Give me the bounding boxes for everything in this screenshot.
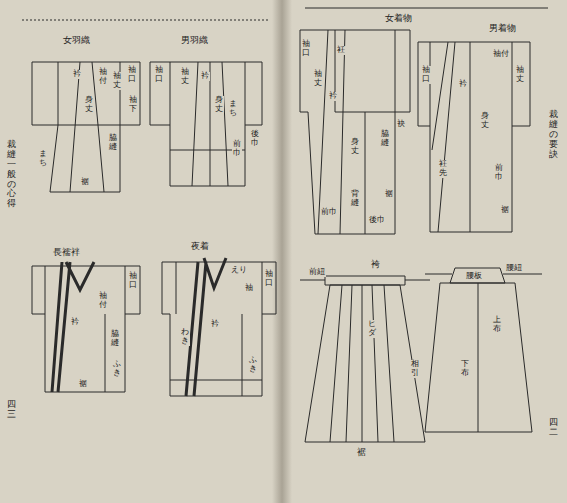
part-label: 袂 <box>396 118 406 129</box>
men-kimono <box>418 42 530 232</box>
part-label: 腰板 <box>465 270 483 281</box>
vertical-label: 脇縫 <box>380 130 390 148</box>
part-label: 夜着 <box>190 240 210 253</box>
women-kimono <box>300 30 410 234</box>
vertical-label: 上布 <box>492 316 502 334</box>
vertical-label: 袖下 <box>128 96 138 114</box>
part-label: 後巾 <box>368 214 386 225</box>
part-label: 女羽織 <box>62 34 91 47</box>
vertical-label: 前巾 <box>232 140 242 158</box>
vertical-label: 後巾 <box>250 130 260 148</box>
vertical-label: 衿 <box>458 80 468 89</box>
part-label: 女着物 <box>384 12 413 25</box>
vertical-label: 衽 <box>336 46 346 55</box>
page-gutter <box>272 0 292 503</box>
vertical-label: 裾 <box>500 206 510 215</box>
vertical-label: 身丈 <box>350 138 360 156</box>
part-label: 前紐 <box>308 266 326 277</box>
vertical-label: 身丈 <box>480 112 490 130</box>
part-label: 長襦袢 <box>52 246 81 259</box>
vertical-label: ふき <box>112 360 122 378</box>
men-haori <box>150 62 262 186</box>
vertical-label: 裁縫の要訣 <box>548 110 559 159</box>
vertical-label: まち <box>38 150 48 168</box>
vertical-label: 裁縫一般の心得 <box>6 140 17 209</box>
part-label: 腰紐 <box>505 262 523 273</box>
vertical-label: 身丈 <box>214 96 224 114</box>
vertical-label: 前巾 <box>494 164 504 182</box>
women-haori <box>32 62 140 192</box>
vertical-label: ふき <box>248 356 258 374</box>
rule-line <box>305 8 548 9</box>
vertical-label: まち <box>228 100 238 118</box>
part-label: 袴 <box>370 258 381 271</box>
vertical-label: ヒダ <box>367 320 377 338</box>
vertical-label: 下布 <box>460 360 470 378</box>
part-label: えり <box>230 264 248 275</box>
vertical-label: 四三 <box>6 400 17 420</box>
hakama-front <box>300 276 430 442</box>
part-label: 前巾 <box>320 206 338 217</box>
part-label: 裾 <box>356 446 367 459</box>
part-label: 裾 <box>78 378 88 389</box>
vertical-label: 袖 <box>244 284 254 293</box>
vertical-label: 身丈 <box>84 96 94 114</box>
yogi <box>162 258 276 396</box>
vertical-label: 衿 <box>328 92 338 101</box>
vertical-label: 脇縫 <box>108 134 118 152</box>
rule-line <box>22 20 268 21</box>
hakama-back <box>425 268 542 432</box>
vertical-label: 背縫 <box>350 190 360 208</box>
vertical-label: 衿 <box>72 70 82 79</box>
vertical-label: 袖付 <box>98 68 108 86</box>
part-label: 裾 <box>80 176 90 187</box>
vertical-label: 袖丈 <box>180 68 190 86</box>
vertical-label: 袖口 <box>421 66 431 84</box>
vertical-label: 相引 <box>410 360 420 378</box>
vertical-label: 袖丈 <box>313 70 323 88</box>
vertical-label: 袖丈 <box>515 66 525 84</box>
vertical-label: わき <box>180 328 190 346</box>
vertical-label: 袖付 <box>98 292 108 310</box>
vertical-label: 衽先 <box>438 160 448 178</box>
vertical-label: 袖丈 <box>112 72 122 90</box>
part-label: 男着物 <box>488 22 517 35</box>
part-label: 袖付 <box>492 48 510 59</box>
part-label: 男羽織 <box>180 34 209 47</box>
vertical-label: 衿 <box>70 318 80 327</box>
vertical-label: 袖口 <box>128 272 138 290</box>
vertical-label: 袖口 <box>301 40 311 58</box>
vertical-label: 袖口 <box>127 66 137 84</box>
vertical-label: 衿 <box>200 72 210 81</box>
vertical-label: 四二 <box>548 418 559 438</box>
nagajuban <box>32 262 140 392</box>
vertical-label: 脇縫 <box>110 330 120 348</box>
vertical-label: 裾 <box>384 190 394 199</box>
vertical-label: 袖口 <box>154 66 164 84</box>
vertical-label: 衿 <box>210 320 220 329</box>
vertical-label: 袖口 <box>264 270 274 288</box>
